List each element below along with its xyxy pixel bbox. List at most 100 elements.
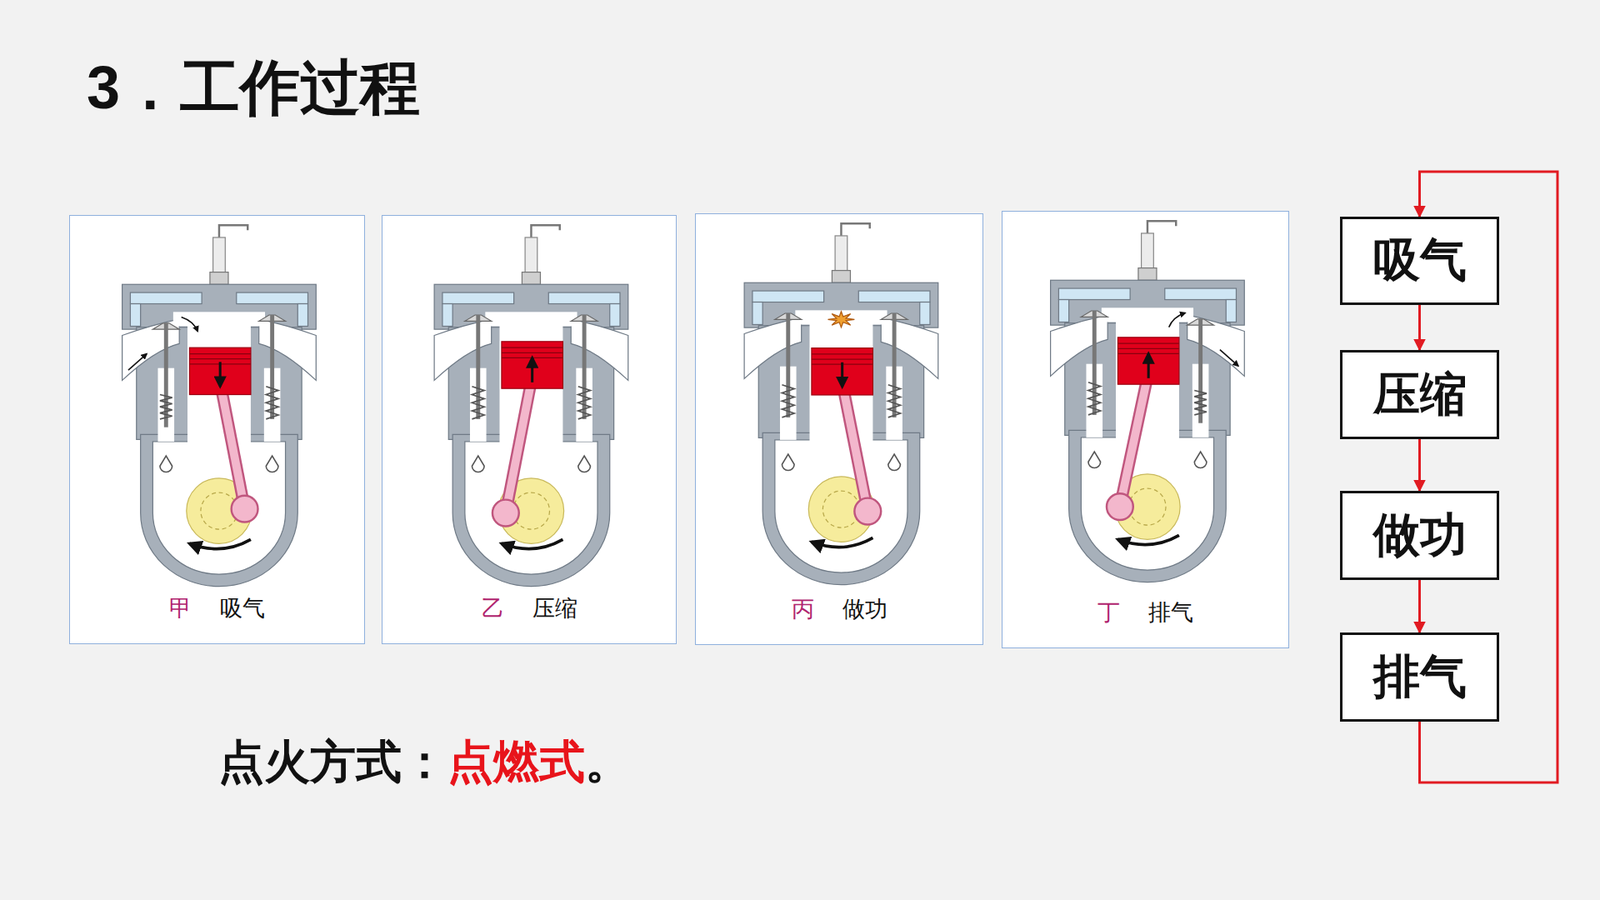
note-text: 点燃式	[447, 735, 585, 788]
rotation-arrow	[501, 539, 563, 549]
cam	[160, 455, 173, 473]
piston	[189, 347, 250, 395]
connecting-rod	[505, 375, 533, 513]
water-jacket	[130, 292, 202, 304]
ignition-note: 点火方式：点燃式。	[218, 731, 631, 794]
piston	[811, 348, 873, 395]
box-text: 吸气	[1373, 229, 1467, 293]
flow-arrow	[1418, 439, 1421, 491]
piston-ring	[811, 358, 873, 360]
stroke-panel: 乙压缩	[381, 215, 677, 645]
valve-spring	[265, 386, 279, 420]
plug-body	[1138, 268, 1157, 281]
crank-pin	[231, 495, 259, 523]
water-jacket	[858, 290, 930, 302]
connecting-rod	[842, 382, 869, 511]
process-box: 吸气	[1340, 216, 1500, 305]
flow-arrow	[1169, 312, 1186, 327]
piston	[501, 341, 563, 389]
cam	[1088, 451, 1101, 469]
caption-row: 丙做功	[695, 594, 983, 625]
stroke-name: 做功	[842, 594, 888, 625]
crankcase-inner	[775, 440, 908, 573]
caption-row: 丁排气	[1002, 597, 1289, 628]
panel-ground	[69, 215, 365, 645]
cam	[578, 455, 591, 473]
piston-ring	[1117, 348, 1179, 350]
connecting-rod	[1120, 371, 1149, 507]
valve-stem	[475, 315, 480, 420]
water-jacket	[1165, 288, 1237, 300]
flow-arrow	[1418, 305, 1421, 350]
motion-arrow	[530, 357, 534, 382]
valve-spring	[471, 386, 485, 420]
piston-ring	[1117, 343, 1179, 345]
water-jacket	[1058, 288, 1130, 300]
stroke-name: 吸气	[220, 593, 265, 624]
valve-stem	[785, 313, 790, 418]
panel-mark: 乙	[481, 593, 505, 624]
water-jacket	[442, 292, 515, 304]
valve-stem	[582, 315, 587, 420]
slide-title: 3．工作过程	[86, 48, 420, 129]
box-text: 做功	[1373, 504, 1467, 568]
rotation-arrow	[189, 539, 250, 549]
piston-ring	[811, 353, 873, 355]
valve-spring	[1088, 382, 1101, 415]
connecting-rod	[220, 382, 245, 510]
crank-shaft	[1129, 488, 1166, 525]
connecting-rod	[220, 382, 245, 510]
piston-ring	[501, 347, 563, 349]
plug-insulator	[213, 237, 226, 275]
crank-pin	[854, 498, 881, 525]
water-jacket	[920, 302, 930, 325]
box-text: 排气	[1373, 645, 1467, 710]
caption-row: 乙压缩	[382, 593, 676, 624]
rotation-arrow	[811, 537, 873, 547]
plug-body	[210, 272, 229, 285]
crank-pin	[1106, 493, 1134, 520]
cam	[265, 455, 279, 473]
cam	[471, 455, 485, 473]
piston-ring	[501, 352, 563, 354]
cylinder-head	[744, 282, 939, 328]
connecting-rod	[1120, 371, 1149, 507]
valve-spring	[1194, 390, 1207, 415]
plug-insulator	[1141, 233, 1155, 270]
bore	[809, 315, 873, 443]
flow-arrow	[1418, 580, 1421, 633]
water-jacket	[1058, 300, 1069, 323]
plug-body	[521, 272, 540, 285]
panel-ground	[381, 215, 677, 645]
panel-ground	[1001, 210, 1290, 649]
piston	[1117, 337, 1179, 385]
note-text: 点火方式：	[218, 735, 448, 788]
engine-figure	[122, 225, 317, 586]
valve-spring	[578, 386, 591, 420]
valve-spring	[781, 385, 795, 418]
crankcase-inner	[1080, 437, 1214, 570]
bore	[499, 316, 563, 445]
plug-body	[831, 270, 850, 284]
engine-figure	[434, 225, 629, 586]
ignition-spark	[828, 311, 855, 328]
process-box: 压缩	[1340, 350, 1500, 440]
engine-figure	[1050, 220, 1245, 582]
valve-stem	[892, 313, 897, 418]
piston-ring	[189, 353, 250, 355]
stroke-panel: 甲吸气	[69, 215, 365, 645]
crankcase	[1069, 430, 1227, 582]
note-text: 。	[585, 735, 631, 788]
process-box: 排气	[1340, 632, 1500, 722]
flow-arrow	[1220, 350, 1239, 367]
panel-mark: 甲	[169, 593, 192, 624]
process-box: 做功	[1340, 490, 1500, 580]
crankcase-inner	[465, 441, 598, 575]
valve-spring	[888, 385, 901, 418]
water-jacket	[297, 304, 308, 327]
motion-arrow	[1147, 353, 1150, 378]
water-jacket	[610, 304, 620, 327]
crankcase-inner	[152, 441, 285, 575]
cam	[888, 454, 901, 471]
stroke-name: 压缩	[532, 593, 578, 624]
